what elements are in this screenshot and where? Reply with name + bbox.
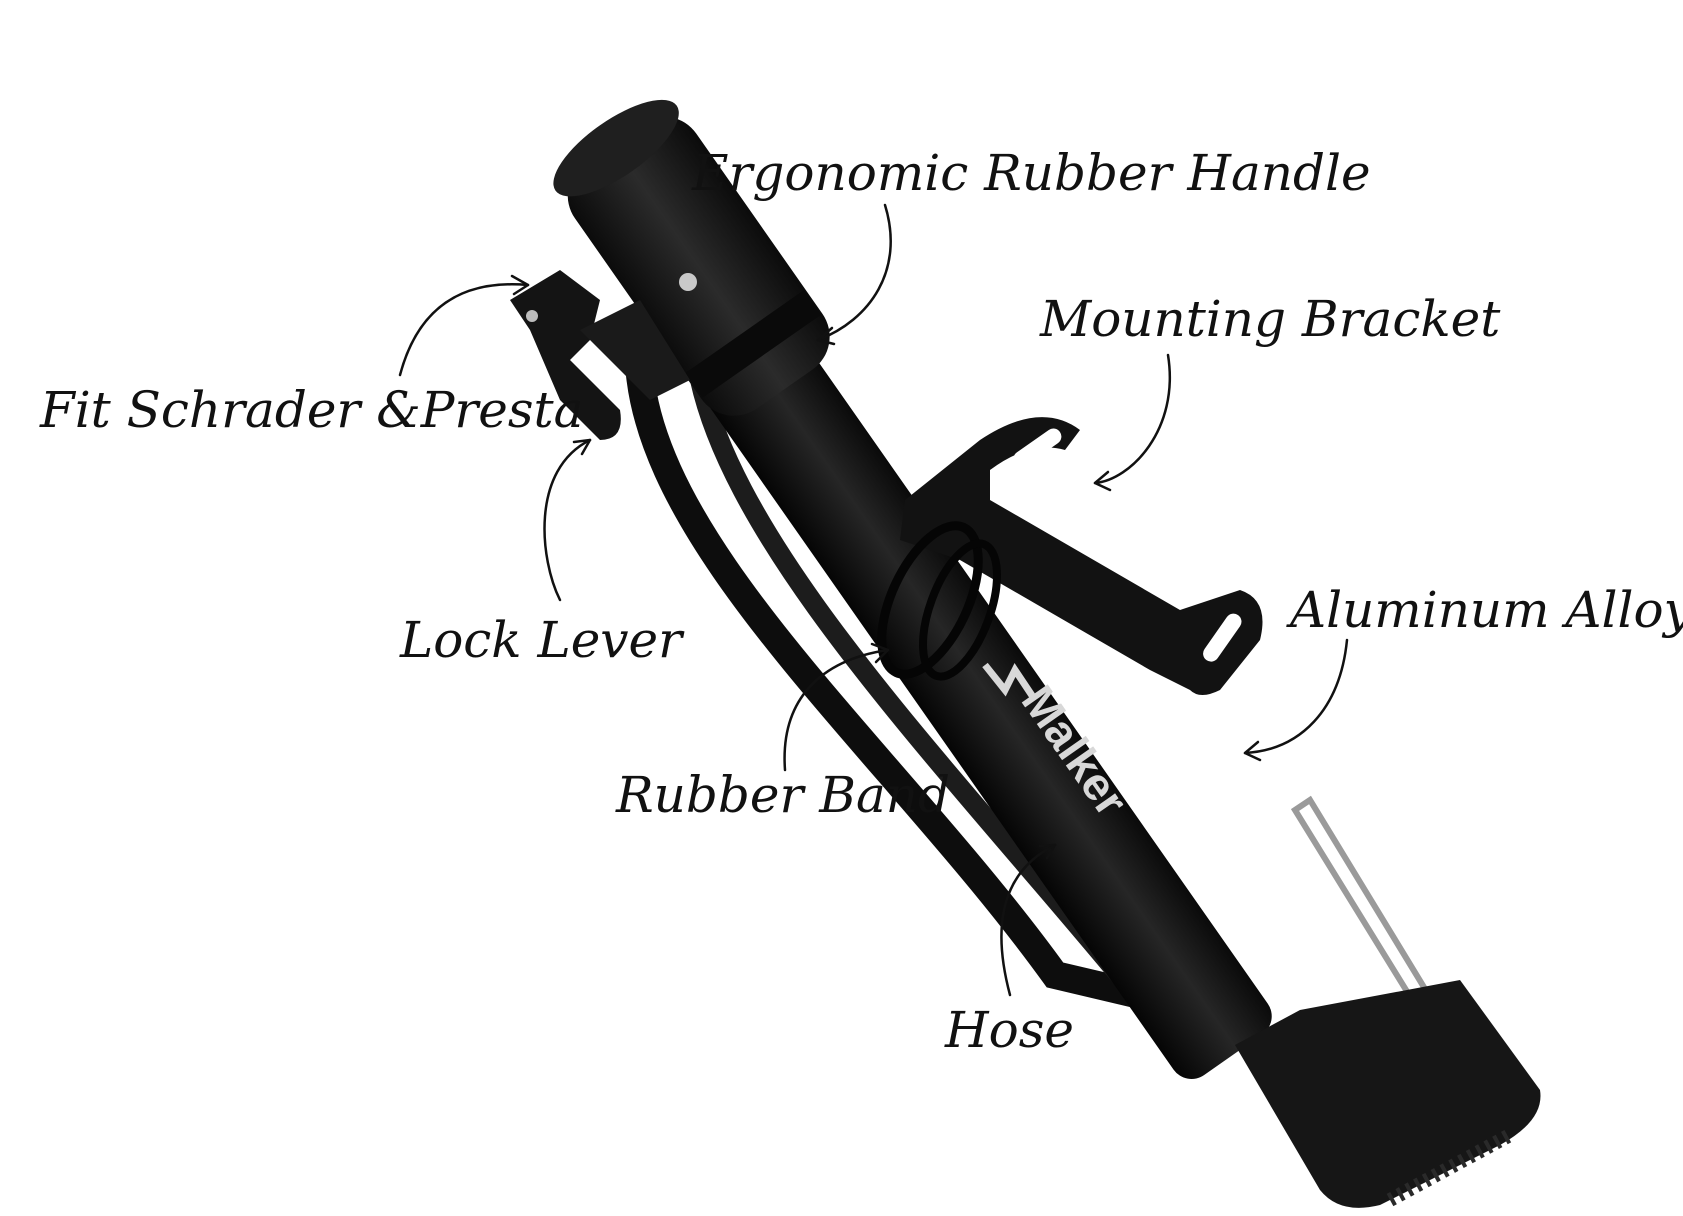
label-aluminum-alloy: Aluminum Alloy (1290, 581, 1683, 639)
bracket-slot-bottom (1203, 613, 1242, 662)
arrowhead-handle (816, 326, 836, 346)
arrowhead-band (870, 642, 890, 664)
hose (626, 361, 1239, 1029)
brand-logo-mark (982, 662, 1038, 702)
rubber-band (877, 521, 983, 679)
label-lock-lever: Lock Lever (400, 611, 683, 669)
pump-barrel (655, 260, 1272, 1079)
base-grip (1386, 1128, 1514, 1207)
handle-screw (679, 273, 697, 291)
arrow-lever (543, 438, 592, 602)
label-rubber-band: Rubber Band (616, 766, 951, 824)
arrow-valve (398, 283, 530, 377)
arrow-hose (1000, 843, 1057, 997)
rubber-band-2 (919, 539, 1001, 681)
label-hose: Hose (945, 1001, 1074, 1059)
lock-lever (510, 270, 621, 440)
arrow-alloy (1243, 638, 1349, 755)
valve-chuck (580, 300, 690, 400)
arrowhead-valve (510, 274, 530, 296)
arrowhead-bracket (1093, 470, 1112, 492)
arrowhead-hose (1038, 843, 1057, 860)
arrow-bracket (1093, 353, 1171, 485)
pump-base (1235, 980, 1541, 1208)
handle (553, 99, 830, 416)
arrow-band (783, 648, 890, 772)
arrowhead-alloy (1243, 740, 1262, 762)
annotation-arrows (398, 203, 1349, 997)
arrow-handle (816, 203, 892, 342)
arrowhead-lever (572, 438, 592, 456)
label-ergonomic-rubber-handle: Ergonomic Rubber Handle (692, 144, 1371, 202)
label-mounting-bracket: Mounting Bracket (1040, 290, 1501, 348)
bracket-slot-top (1013, 428, 1062, 467)
mounting-bracket (900, 417, 1263, 695)
label-fit-schrader-presta: Fit Schrader &Presta (40, 381, 584, 439)
lever-pin (526, 310, 538, 322)
